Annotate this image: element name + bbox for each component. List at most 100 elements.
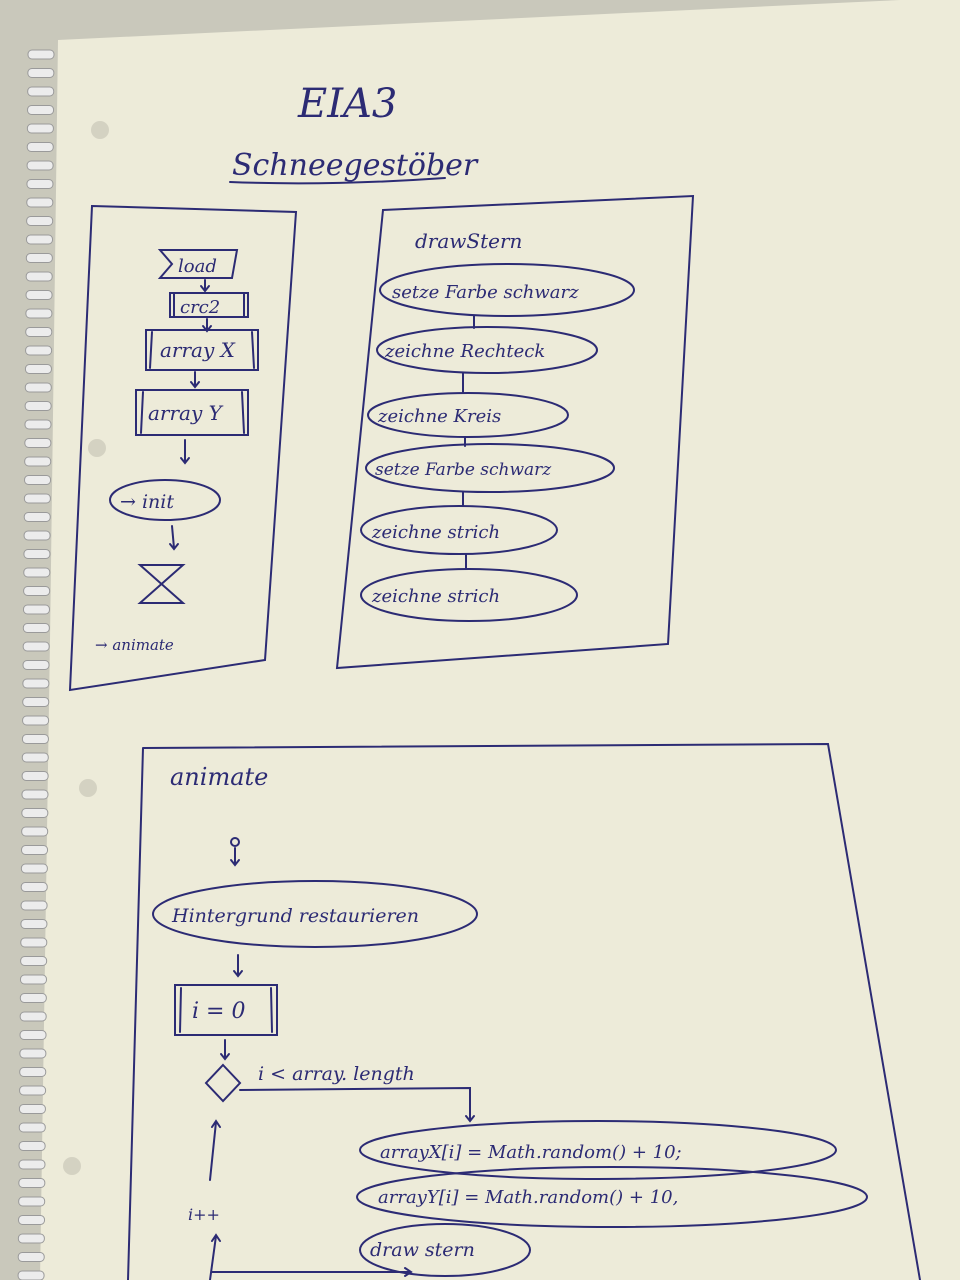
- arrow: [200, 279, 210, 293]
- arrow: [220, 1039, 230, 1061]
- spiral-coil: [19, 1048, 47, 1059]
- spiral-coil: [20, 882, 48, 892]
- spiral-coil: [21, 845, 49, 855]
- spiral-coil: [25, 234, 53, 245]
- spiral-coil: [23, 530, 51, 541]
- crc2-node: [169, 292, 249, 318]
- page-title: EIA3: [297, 81, 397, 127]
- spiral-binding: [17, 49, 55, 1280]
- spiral-coil: [17, 1270, 45, 1280]
- spiral-coil: [18, 1141, 46, 1151]
- spiral-coil: [19, 1011, 47, 1022]
- arrow: [180, 439, 190, 465]
- spiral-coil: [23, 567, 51, 578]
- drawstern-step-4-label: setze Farbe schwarz: [375, 460, 552, 480]
- crc2-label: crc2: [180, 297, 220, 318]
- spiral-coil: [26, 197, 54, 208]
- spiral-coil: [22, 715, 50, 726]
- arrayy-node-sides: [140, 391, 245, 434]
- spiral-coil: [22, 678, 50, 689]
- punch-hole: [63, 1157, 81, 1175]
- main-footer: → animate: [95, 636, 174, 654]
- loop-return-arrow: [211, 1267, 413, 1277]
- spiral-coil: [26, 123, 54, 134]
- arrow: [230, 847, 240, 867]
- punch-hole: [79, 779, 97, 797]
- drawstern-step-6-label: zeichne strich: [371, 586, 500, 607]
- punch-hole: [88, 439, 106, 457]
- spiral-coil: [21, 752, 49, 763]
- spiral-coil: [24, 401, 52, 411]
- spiral-coil: [20, 900, 48, 911]
- spiral-coil: [24, 475, 52, 485]
- drawstern-step-5: [360, 505, 558, 555]
- spiral-coil: [22, 697, 50, 707]
- spiral-coil: [18, 1159, 46, 1170]
- load-label: load: [178, 256, 217, 277]
- init-i-node-sides: [179, 987, 273, 1033]
- arrow: [169, 525, 179, 551]
- drawstern-step-1: [379, 263, 635, 317]
- spiral-coil: [22, 623, 50, 633]
- drawstern-title: drawStern: [415, 229, 522, 253]
- spiral-coil: [22, 604, 50, 615]
- spiral-coil: [19, 993, 47, 1003]
- spiral-coil: [23, 586, 51, 596]
- loop-condition-node: [204, 1063, 242, 1103]
- loop-condition-label: i < array. length: [258, 1063, 415, 1085]
- animate-panel-frame: [127, 742, 921, 1280]
- background-step: [152, 880, 478, 948]
- spiral-coil: [20, 956, 48, 966]
- spiral-coil: [27, 105, 55, 115]
- drawstern-step-1-label: setze Farbe schwarz: [392, 282, 579, 303]
- spiral-coil: [24, 419, 52, 430]
- draw-stern-step: [359, 1223, 531, 1277]
- end-node: [137, 564, 186, 604]
- spiral-coil: [24, 438, 52, 448]
- arrayx-label: array X: [160, 338, 236, 362]
- spiral-coil: [19, 1030, 47, 1040]
- arrow: [190, 371, 200, 389]
- spiral-coil: [18, 1196, 46, 1207]
- spiral-coil: [24, 382, 52, 393]
- spiral-coil: [17, 1252, 45, 1262]
- drawstern-step-4: [365, 443, 615, 493]
- background-step-label: Hintergrund restaurieren: [171, 905, 419, 927]
- drawstern-step-2-label: zeichne Rechteck: [384, 341, 545, 362]
- spiral-coil: [24, 456, 52, 467]
- drawstern-panel-frame: [335, 194, 695, 670]
- arrow: [233, 954, 243, 978]
- arrayx-assign-step: [359, 1120, 837, 1180]
- drawstern-step-3-label: zeichne Kreis: [377, 406, 501, 427]
- drawstern-step-5-label: zeichne strich: [371, 522, 500, 543]
- spiral-coil: [18, 1178, 46, 1188]
- spiral-coil: [20, 937, 48, 948]
- spiral-coil: [22, 641, 50, 652]
- increment-label: i++: [188, 1205, 220, 1224]
- spiral-coil: [19, 1085, 47, 1096]
- spiral-coil: [27, 68, 55, 78]
- draw-stern-label: draw stern: [370, 1239, 475, 1261]
- crc2-node-sides: [173, 292, 245, 318]
- main-panel-frame: [68, 204, 298, 692]
- spiral-coil: [18, 1122, 46, 1133]
- spiral-coil: [25, 308, 53, 319]
- spiral-coil: [21, 771, 49, 781]
- spiral-coil: [23, 549, 51, 559]
- spiral-coil: [19, 974, 47, 985]
- paper-sheet: [40, 0, 960, 1280]
- spiral-coil: [26, 179, 54, 189]
- spiral-coil: [19, 1067, 47, 1077]
- spiral-coil: [25, 271, 53, 282]
- page-subtitle: Schneegestöber: [232, 148, 479, 183]
- spiral-coil: [18, 1215, 46, 1225]
- spiral-coil: [27, 86, 55, 97]
- arrayy-assign-step: [356, 1166, 868, 1228]
- punch-hole: [91, 121, 109, 139]
- load-node: [157, 249, 239, 279]
- init-label: → init: [120, 491, 174, 513]
- animate-title: animate: [170, 763, 268, 791]
- spiral-coil: [24, 364, 52, 374]
- spiral-coil: [20, 863, 48, 874]
